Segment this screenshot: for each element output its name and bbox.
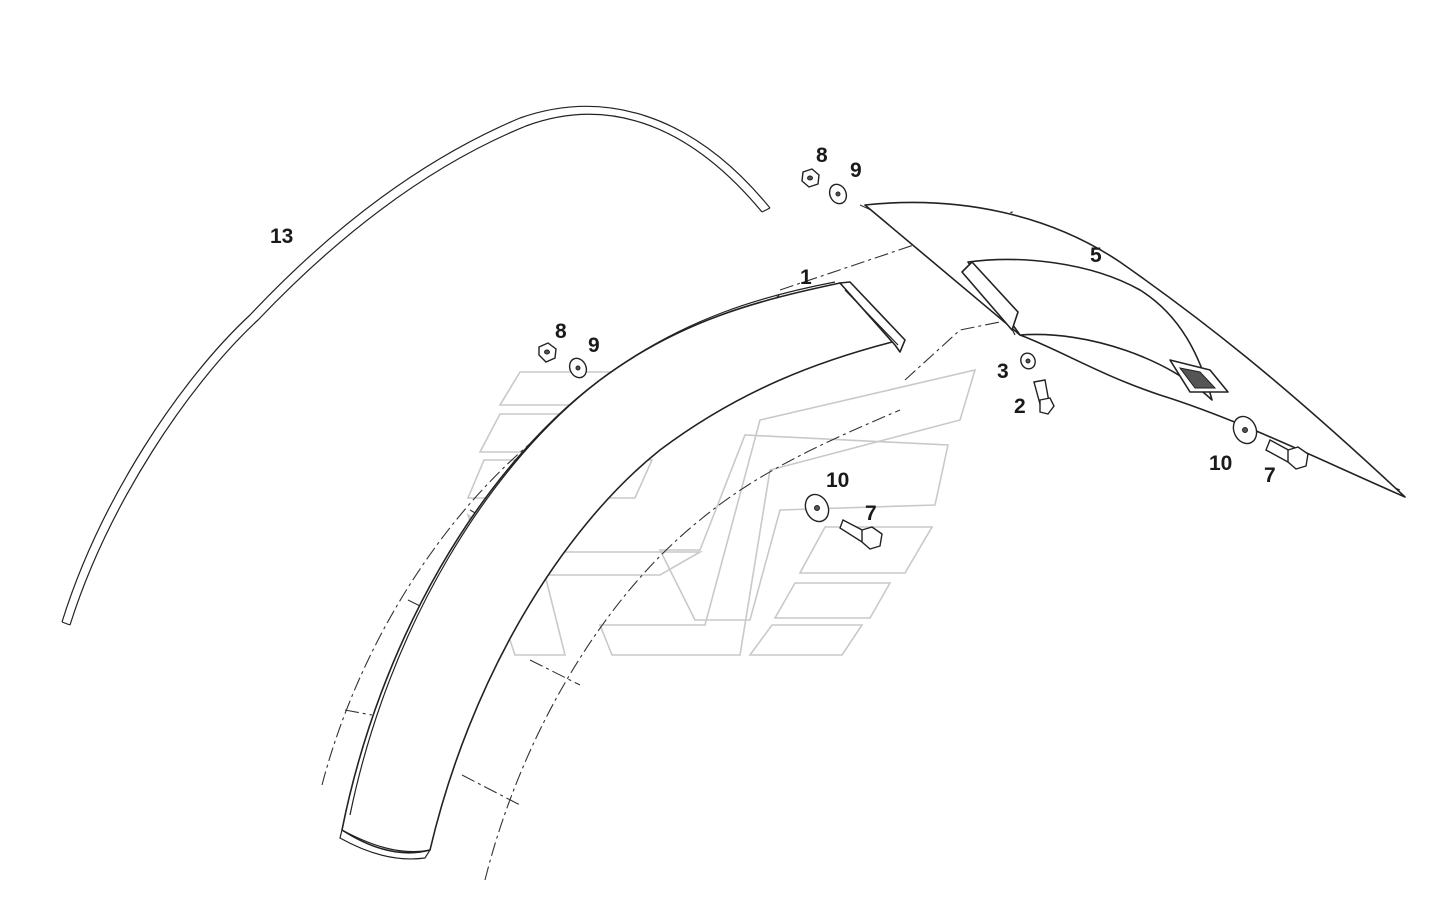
label-part-3: 3 xyxy=(997,360,1009,383)
label-part-13: 13 xyxy=(270,225,293,248)
label-part-8-left: 8 xyxy=(555,320,567,343)
part-labels: 13 1 8 9 8 9 5 3 2 10 7 10 7 xyxy=(270,144,1276,525)
part-5-rear-fender xyxy=(864,201,1406,498)
label-part-5: 5 xyxy=(1090,244,1102,267)
part-13-seal-strip xyxy=(61,105,771,626)
label-part-1: 1 xyxy=(800,266,812,289)
part-1-front-fender xyxy=(339,281,906,860)
label-part-10-center: 10 xyxy=(826,469,849,492)
label-part-7-right: 7 xyxy=(1264,464,1276,487)
label-part-9-left: 9 xyxy=(588,334,600,357)
label-part-7-center: 7 xyxy=(865,502,877,525)
bolt-icon xyxy=(1033,379,1055,415)
bolt-icon xyxy=(839,519,883,550)
bolt-icon xyxy=(1265,439,1309,470)
label-part-10-right: 10 xyxy=(1209,452,1232,475)
hardware xyxy=(538,168,1309,550)
label-part-2: 2 xyxy=(1014,395,1026,418)
label-part-8-right: 8 xyxy=(816,144,828,167)
label-part-9-right: 9 xyxy=(850,159,862,182)
